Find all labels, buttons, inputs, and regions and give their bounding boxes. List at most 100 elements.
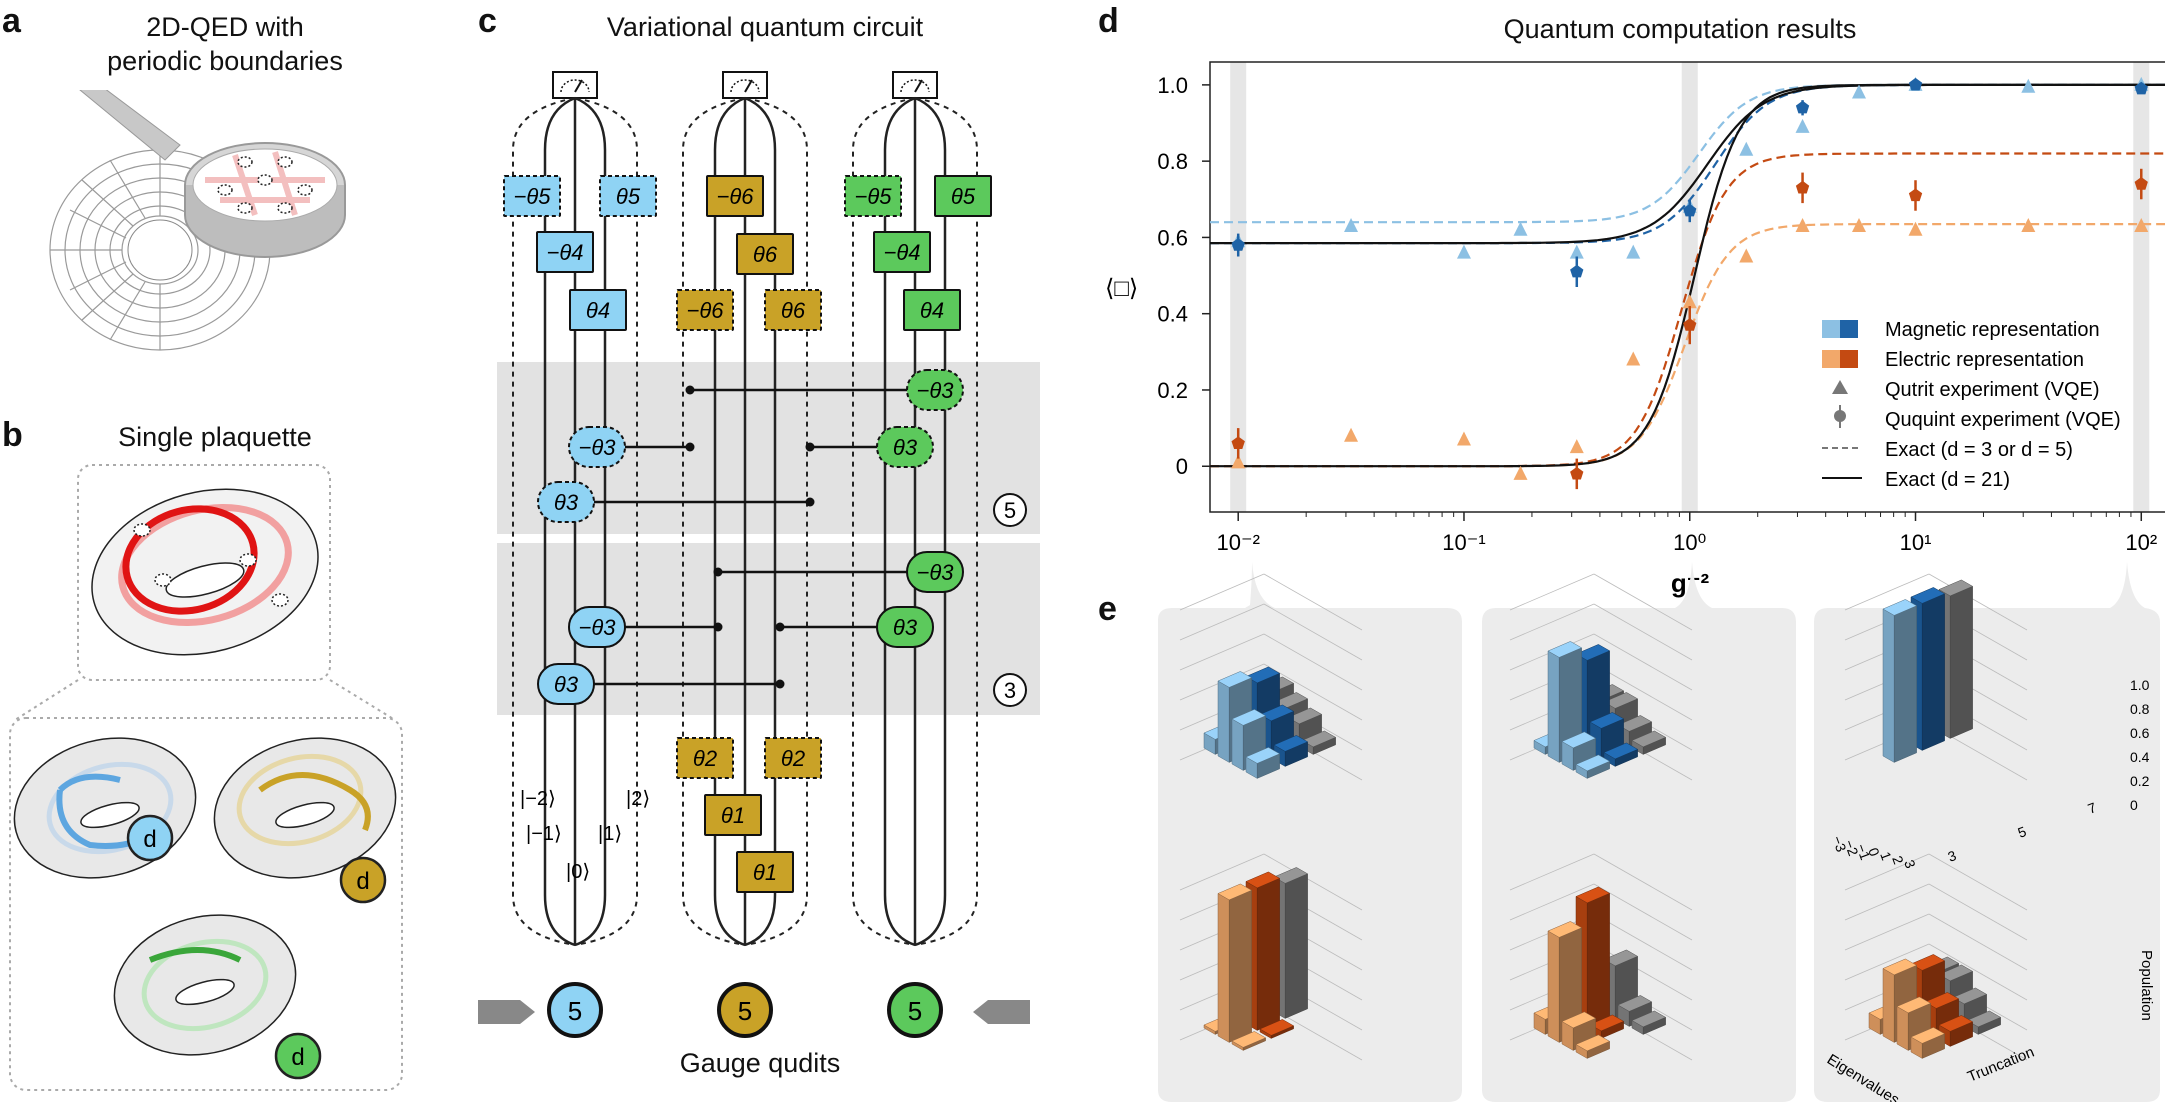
- point-qutrit-magnetic: [1344, 217, 1359, 232]
- hist-bar: [1938, 1015, 1974, 1047]
- left-arrow: [478, 1000, 535, 1024]
- legend-exact-small-d: Exact (d = 3 or d = 5): [1885, 439, 2073, 461]
- svg-text:θ4: θ4: [586, 298, 610, 323]
- point-qutrit-electric: [1682, 294, 1697, 309]
- control-dot: [805, 442, 815, 452]
- histogram-1: [1509, 573, 1693, 781]
- gauge-qudit-blue: 5: [547, 982, 603, 1038]
- point-qutrit-electric: [2021, 217, 2036, 232]
- panel-c-title: Variational quantum circuit: [606, 12, 924, 42]
- meter-icon-gold: [722, 71, 768, 99]
- block-label-5: 5: [993, 493, 1027, 527]
- state-label-m2: |−2⟩: [520, 788, 556, 810]
- point-ququint-electric: [1231, 436, 1245, 449]
- svg-text:5: 5: [1004, 498, 1016, 523]
- state-label-0: |0⟩: [566, 861, 590, 883]
- panel-b-title: Single plaquette: [118, 422, 312, 452]
- control-dot: [685, 442, 695, 452]
- blue-plaquette-torus: d: [13, 737, 197, 879]
- gold-plaquette-torus: d: [213, 737, 397, 904]
- svg-text:θ2: θ2: [781, 746, 805, 771]
- point-qutrit-magnetic: [1739, 141, 1754, 156]
- panel-d-letter: d: [1098, 2, 1119, 40]
- meter-icon-green: [892, 71, 938, 99]
- hist-bar: [1217, 883, 1253, 1043]
- gate-green-4: θ4: [903, 289, 961, 331]
- z-tick-04: 0.4: [2130, 749, 2150, 765]
- svg-text:−θ3: −θ3: [578, 615, 616, 640]
- highlight-band-0: [1230, 62, 1247, 512]
- svg-text:θ3: θ3: [554, 672, 579, 697]
- gate-gold-6: θ2: [764, 737, 822, 779]
- svg-text:−θ4: −θ4: [883, 240, 920, 265]
- gate-gold-5: θ2: [676, 737, 734, 779]
- chart-legend: Magnetic representation Electric represe…: [1822, 319, 2121, 491]
- control-dot: [713, 567, 723, 577]
- point-qutrit-electric: [1852, 217, 1867, 232]
- x-tick-label: 10⁻¹: [1442, 530, 1485, 555]
- point-ququint-magnetic: [1231, 238, 1245, 251]
- point-qutrit-electric: [2134, 217, 2149, 232]
- svg-text:5: 5: [738, 996, 752, 1026]
- point-qutrit-magnetic: [1569, 244, 1584, 259]
- histogram-5: [1844, 853, 2028, 1061]
- gate-blue-1: −θ5: [503, 175, 561, 217]
- svg-text:θ1: θ1: [753, 860, 777, 885]
- gate-green-5: −θ3: [906, 369, 964, 411]
- hist-z-ticks: 1.0 0.8 0.6 0.4 0.2 0: [2130, 677, 2150, 813]
- histogram-0: [1179, 573, 1363, 781]
- gate-gold-4: θ6: [764, 289, 822, 331]
- panel-c-letter: c: [478, 2, 497, 40]
- svg-text:θ2: θ2: [693, 746, 717, 771]
- z-tick-06: 0.6: [2130, 725, 2150, 741]
- plaquette-illustration: d d d: [9, 464, 403, 1091]
- gate-gold-8: θ1: [736, 851, 794, 893]
- block-label-3: 3: [993, 673, 1027, 707]
- svg-text:−θ3: −θ3: [916, 378, 954, 403]
- histogram-panels: 1.0 0.8 0.6 0.4 0.2 0 −3 −2 −1 0 1 2 3 3…: [1158, 562, 2160, 1102]
- y-tick-label: 0.6: [1157, 225, 1188, 250]
- svg-text:θ6: θ6: [781, 298, 806, 323]
- green-plaquette-torus: d: [113, 914, 322, 1080]
- qudit-d-label-gold: d: [356, 868, 369, 895]
- legend-qutrit: Qutrit experiment (VQE): [1885, 379, 2100, 401]
- x-tick-m2: −2: [1841, 838, 1862, 859]
- point-qutrit-electric: [1626, 351, 1641, 366]
- hist-bar: [1603, 742, 1639, 767]
- gate-gold-1: −θ6: [706, 175, 764, 217]
- point-ququint-magnetic: [2134, 81, 2148, 95]
- x-tick-m1: −1: [1853, 842, 1874, 863]
- legend-exact-d21: Exact (d = 21): [1885, 469, 2010, 491]
- svg-text:−θ6: −θ6: [686, 298, 724, 323]
- torus-illustration: [49, 90, 346, 351]
- state-label-2: |2⟩: [626, 788, 650, 810]
- point-ququint-electric: [1908, 188, 1923, 202]
- svg-text:3: 3: [1004, 678, 1016, 703]
- point-ququint-electric: [1795, 180, 1810, 194]
- svg-text:θ5: θ5: [616, 184, 641, 209]
- svg-text:5: 5: [568, 996, 582, 1026]
- svg-text:−θ5: −θ5: [854, 184, 892, 209]
- point-qutrit-magnetic: [2021, 78, 2036, 93]
- point-qutrit-magnetic: [1456, 244, 1471, 259]
- hist-bar: [1631, 730, 1667, 755]
- point-ququint-electric: [1570, 466, 1584, 480]
- x-tick-label: 10¹: [1900, 530, 1932, 555]
- point-qutrit-electric: [1739, 248, 1754, 263]
- point-ququint-electric: [2134, 177, 2148, 190]
- hist-bar: [1245, 747, 1281, 779]
- y-axis-label: ⟨□⟩: [1105, 275, 1138, 302]
- gauge-qudit-gold: 5: [717, 982, 773, 1038]
- gate-green-6: θ3: [876, 426, 934, 468]
- hist-bar: [1575, 1034, 1611, 1059]
- gate-blue-5: −θ3: [568, 426, 626, 468]
- z-tick-0: 0: [2130, 797, 2138, 813]
- gate-green-2: θ5: [934, 175, 992, 217]
- point-qutrit-electric: [1569, 439, 1584, 454]
- highlight-band-2: [2133, 62, 2150, 512]
- svg-text:5: 5: [908, 996, 922, 1026]
- svg-text:−θ5: −θ5: [513, 184, 551, 209]
- gate-blue-2: θ5: [599, 175, 657, 217]
- point-qutrit-magnetic: [1626, 244, 1641, 259]
